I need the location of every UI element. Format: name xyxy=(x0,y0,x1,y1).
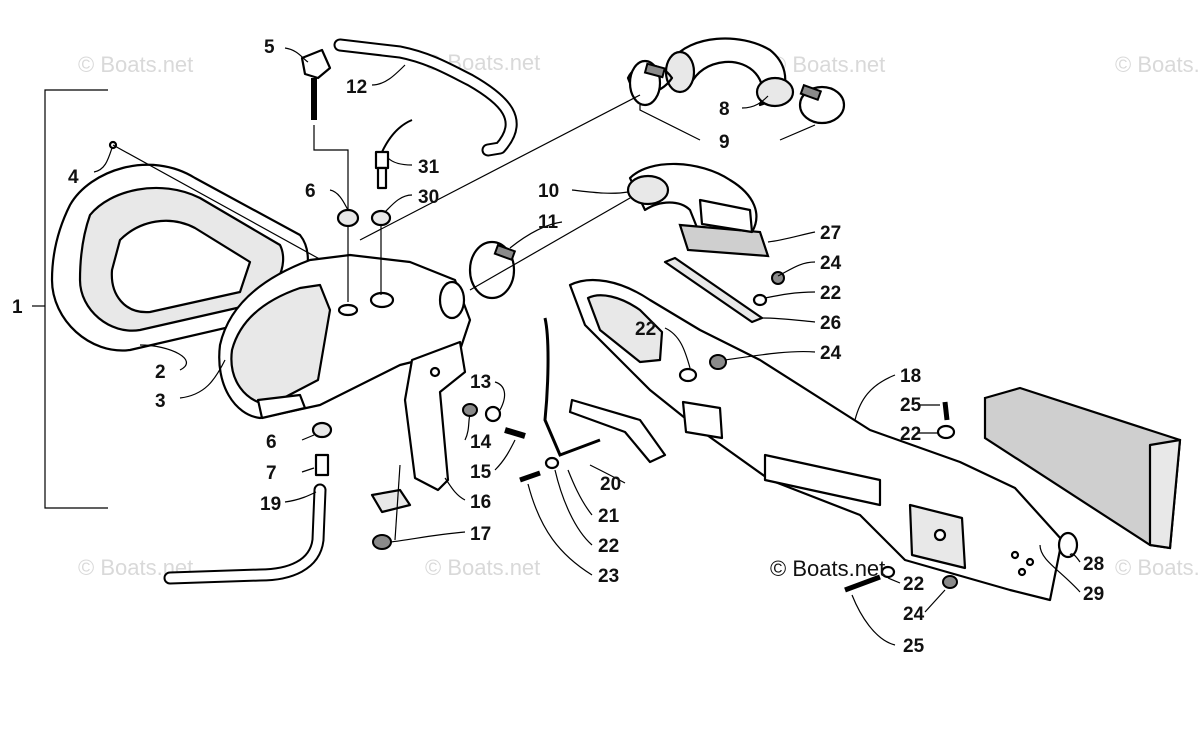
callout-22-strap: 22 xyxy=(598,536,619,557)
watermark-top-right: © Boats.net xyxy=(1115,52,1200,77)
callout-6-top: 6 xyxy=(305,181,316,202)
callout-11: 11 xyxy=(538,212,559,233)
watermark-bottom-right: © Boats.net xyxy=(1115,555,1200,580)
callout-31: 31 xyxy=(418,157,440,178)
callout-13: 13 xyxy=(470,372,491,393)
foam-seal xyxy=(678,198,770,258)
callout-22-right: 22 xyxy=(900,424,921,445)
callout-24-mid: 24 xyxy=(820,343,842,364)
callout-22-mid: 22 xyxy=(635,319,656,340)
copyright-notice: © Boats.net xyxy=(770,556,885,581)
watermark-top-left: © Boats.net xyxy=(78,52,193,77)
assembly-bracket xyxy=(32,89,108,509)
watermark-bottom-center: © Boats.net xyxy=(425,555,540,580)
callout-17: 17 xyxy=(470,524,491,545)
callout-9: 9 xyxy=(719,132,730,153)
callout-5: 5 xyxy=(264,37,275,58)
callout-7: 7 xyxy=(266,463,277,484)
intake-duct-elbow xyxy=(468,162,758,300)
callout-2: 2 xyxy=(155,362,166,383)
elbow-duct-top xyxy=(359,37,846,241)
callout-30: 30 xyxy=(418,187,439,208)
callout-1: 1 xyxy=(12,297,23,318)
callout-16: 16 xyxy=(470,492,491,513)
mounting-bracket xyxy=(403,340,467,492)
callout-12: 12 xyxy=(346,77,367,98)
callout-20: 20 xyxy=(600,474,621,495)
vent-hose xyxy=(300,38,518,157)
callout-25-bottom: 25 xyxy=(903,636,925,657)
callout-26: 26 xyxy=(820,313,841,334)
mounting-strap xyxy=(543,317,667,464)
temperature-sensor xyxy=(370,119,413,295)
callout-22-bottom: 22 xyxy=(903,574,924,595)
fasteners xyxy=(163,271,958,593)
callout-6-bottom: 6 xyxy=(266,432,277,453)
callout-10: 10 xyxy=(538,181,559,202)
callout-19: 19 xyxy=(260,494,281,515)
callout-8: 8 xyxy=(719,99,730,120)
callout-21: 21 xyxy=(598,506,620,527)
grommet-28 xyxy=(1057,531,1079,559)
retainer-plate xyxy=(663,256,764,324)
leader-lines xyxy=(93,47,1081,646)
callout-15: 15 xyxy=(470,462,492,483)
callout-labels: 1 2 3 4 5 6 6 7 8 9 10 11 12 13 14 15 16… xyxy=(12,37,1104,657)
callout-25-right: 25 xyxy=(900,395,922,416)
callout-18: 18 xyxy=(900,366,921,387)
callout-28: 28 xyxy=(1083,554,1104,575)
callout-24-upper: 24 xyxy=(820,253,842,274)
callout-14: 14 xyxy=(470,432,492,453)
silencer-housing xyxy=(568,278,1064,602)
callout-3: 3 xyxy=(155,391,166,412)
callout-22-upper-right: 22 xyxy=(820,283,841,304)
watermark-top-right-center: © Boats.net xyxy=(770,52,885,77)
watermarks: © Boats.net © Boats.net © Boats.net © Bo… xyxy=(78,50,1200,580)
callout-24-bottom: 24 xyxy=(903,604,925,625)
airbox-body xyxy=(218,253,472,420)
callout-27: 27 xyxy=(820,223,841,244)
callout-29: 29 xyxy=(1083,584,1104,605)
callout-4: 4 xyxy=(68,167,79,188)
foam-filter xyxy=(983,386,1182,550)
callout-23: 23 xyxy=(598,566,619,587)
